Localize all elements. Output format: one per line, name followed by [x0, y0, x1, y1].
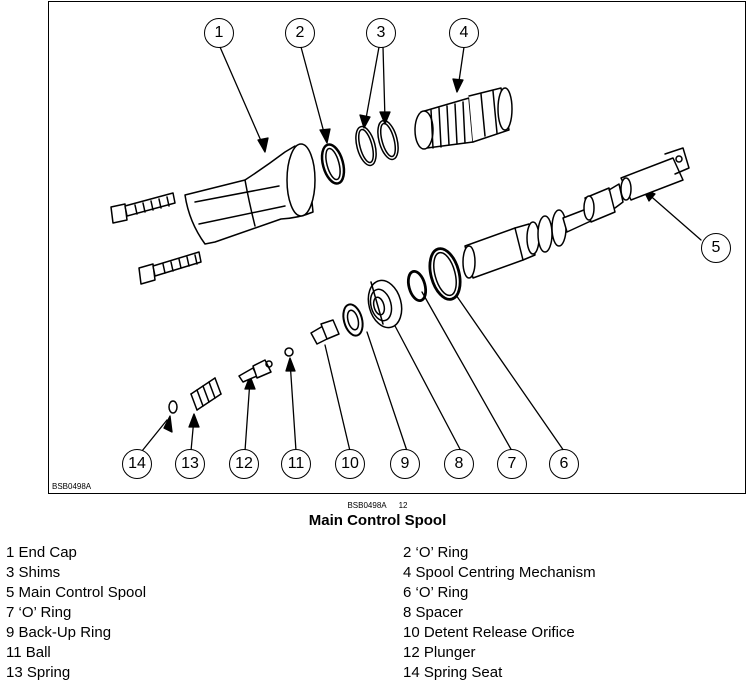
back-up-ring [342, 303, 364, 337]
o-ring-6 [428, 247, 462, 301]
callout-13: 13 [175, 449, 205, 479]
callout-3: 3 [366, 18, 396, 48]
legend-right-column: 2 ‘O’ Ring 4 Spool Centring Mechanism 6 … [403, 543, 755, 683]
legend-item: 2 ‘O’ Ring [403, 544, 469, 561]
legend-item: 7 ‘O’ Ring [6, 604, 72, 621]
legend-left-column: 1 End Cap 3 Shims 5 Main Control Spool 7… [6, 543, 366, 683]
legend-item: 4 Spool Centring Mechanism [403, 564, 596, 581]
callout-5: 5 [701, 233, 731, 263]
leader-lines [141, 46, 702, 452]
plunger [238, 359, 273, 383]
diagram-drawing [110, 46, 702, 452]
legend-item: 11 Ball [6, 644, 51, 661]
callout-8: 8 [444, 449, 474, 479]
callout-2: 2 [285, 18, 315, 48]
bolt-upper [110, 192, 176, 224]
bolt-lower [138, 251, 202, 285]
exploded-diagram: 1 2 3 4 5 6 7 8 9 10 11 12 13 14 BSB0498… [48, 1, 746, 494]
callout-11: 11 [281, 449, 311, 479]
detent-release-orifice [310, 319, 340, 345]
callout-7: 7 [497, 449, 527, 479]
legend-item: 3 Shims [6, 564, 61, 581]
callout-10: 10 [335, 449, 365, 479]
legend-item: 9 Back-Up Ring [6, 624, 112, 641]
callout-4: 4 [449, 18, 479, 48]
caption-number: 12 [398, 501, 408, 510]
main-control-spool [462, 147, 690, 279]
callout-6: 6 [549, 449, 579, 479]
legend-item: 6 ‘O’ Ring [403, 584, 469, 601]
legend-item: 13 Spring [6, 664, 71, 681]
legend-item: 14 Spring Seat [403, 664, 503, 681]
spool-centring-mechanism [414, 87, 513, 150]
spring-seat [168, 400, 178, 414]
caption-reference: BSB0498A 12 [0, 501, 755, 510]
o-ring-7 [406, 269, 428, 303]
legend-item: 1 End Cap [6, 544, 77, 561]
legend-item: 5 Main Control Spool [6, 584, 147, 601]
caption-code: BSB0498A [347, 501, 387, 510]
ball [284, 347, 294, 357]
figure-code: BSB0498A [52, 482, 92, 491]
legend-item: 8 Spacer [403, 604, 464, 621]
caption-title: Main Control Spool [308, 512, 447, 529]
spacer [367, 279, 403, 329]
o-ring-2 [320, 143, 346, 185]
legend-item: 10 Detent Release Orifice [403, 624, 575, 641]
shim-a [355, 125, 377, 167]
callout-14: 14 [122, 449, 152, 479]
spring [190, 377, 222, 411]
callout-1: 1 [204, 18, 234, 48]
callout-12: 12 [229, 449, 259, 479]
end-cap [184, 143, 316, 245]
legend-item: 12 Plunger [403, 644, 476, 661]
shim-b [377, 119, 399, 161]
callout-9: 9 [390, 449, 420, 479]
